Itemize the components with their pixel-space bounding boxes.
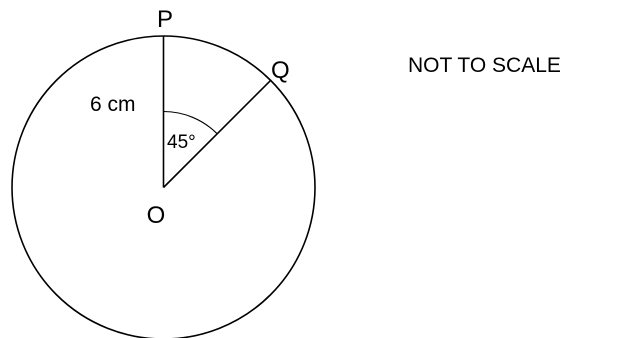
angle-arc bbox=[163, 110, 218, 135]
radius-length-label: 6 cm bbox=[90, 93, 136, 116]
point-q-label: Q bbox=[271, 57, 290, 84]
point-p-label: P bbox=[157, 6, 173, 33]
angle-value-label: 45° bbox=[167, 132, 196, 153]
radius-oq bbox=[162, 79, 272, 189]
point-o-label: O bbox=[147, 202, 166, 229]
not-to-scale-note: NOT TO SCALE bbox=[408, 54, 561, 77]
